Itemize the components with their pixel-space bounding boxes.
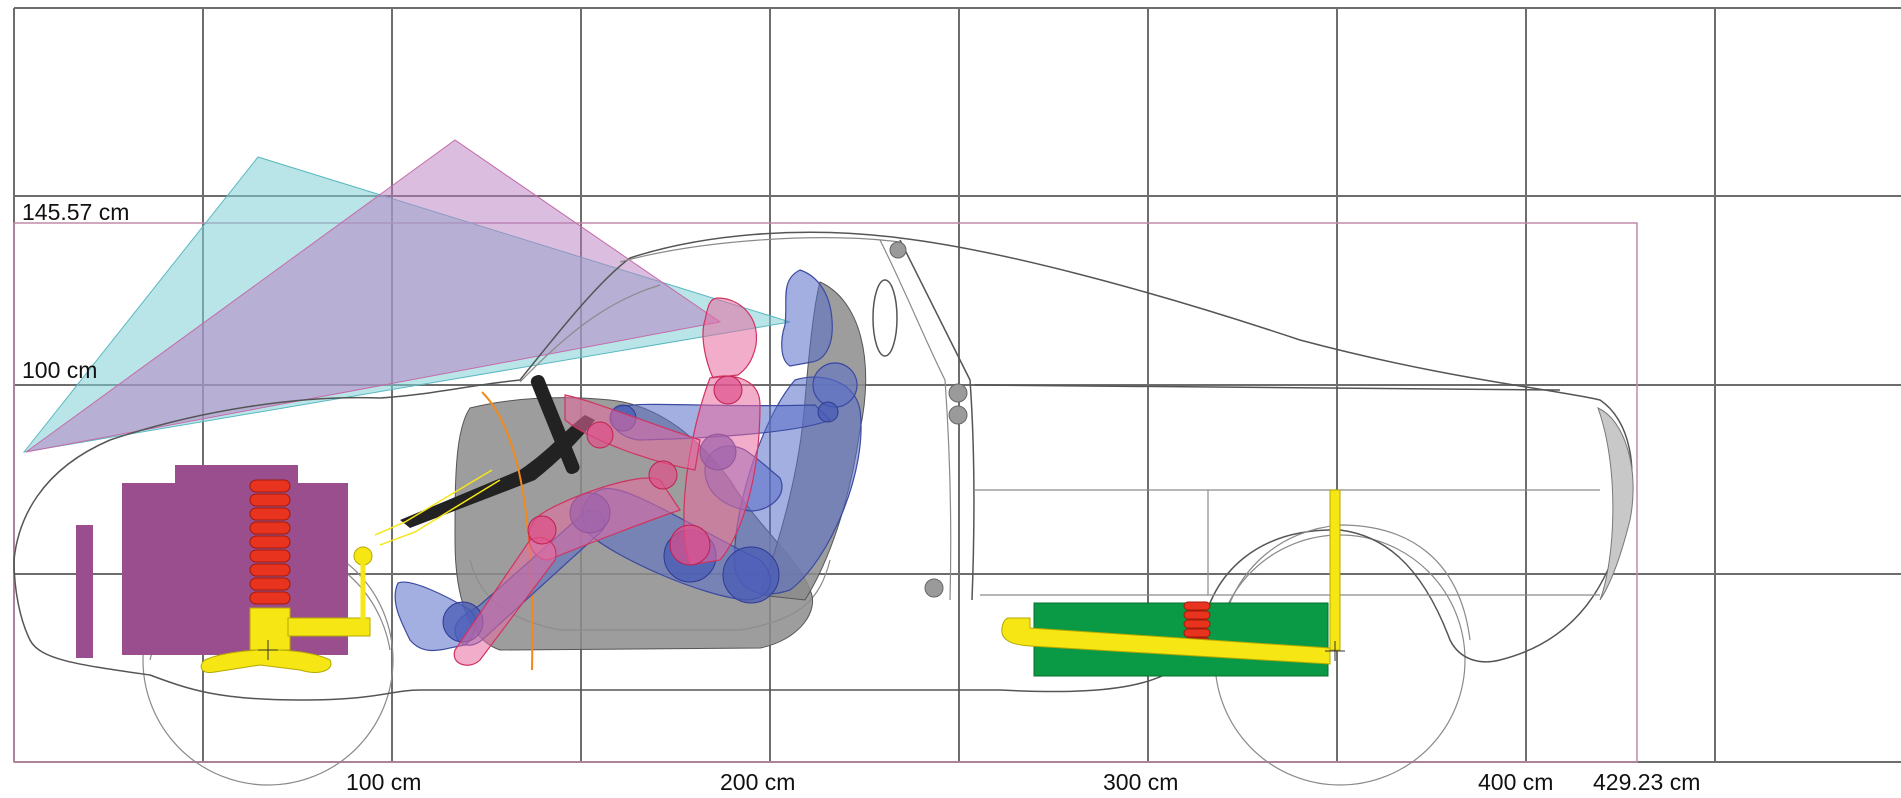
rear-lamp [1597, 407, 1634, 601]
height-100-label: 100 cm [22, 357, 97, 383]
vehicle-bounding-box [13, 222, 1638, 763]
front-suspension-center-mark [258, 640, 278, 660]
x-200-label: 200 cm [720, 769, 795, 795]
pivot-points [889, 241, 968, 598]
length-total-label: 429.23 cm [1593, 769, 1700, 795]
occupant-small [453, 297, 761, 666]
view-cone-magenta [25, 139, 722, 453]
x-100-label: 100 cm [346, 769, 421, 795]
orange-reach-arc [481, 391, 534, 671]
x-400-label: 400 cm [1478, 769, 1553, 795]
steering-assembly [374, 374, 595, 546]
rear-suspension-center-mark [1325, 641, 1345, 661]
front-spring [249, 479, 291, 605]
x-300-label: 300 cm [1103, 769, 1178, 795]
front-suspension [200, 546, 373, 674]
height-total-label: 145.57 cm [22, 199, 129, 225]
